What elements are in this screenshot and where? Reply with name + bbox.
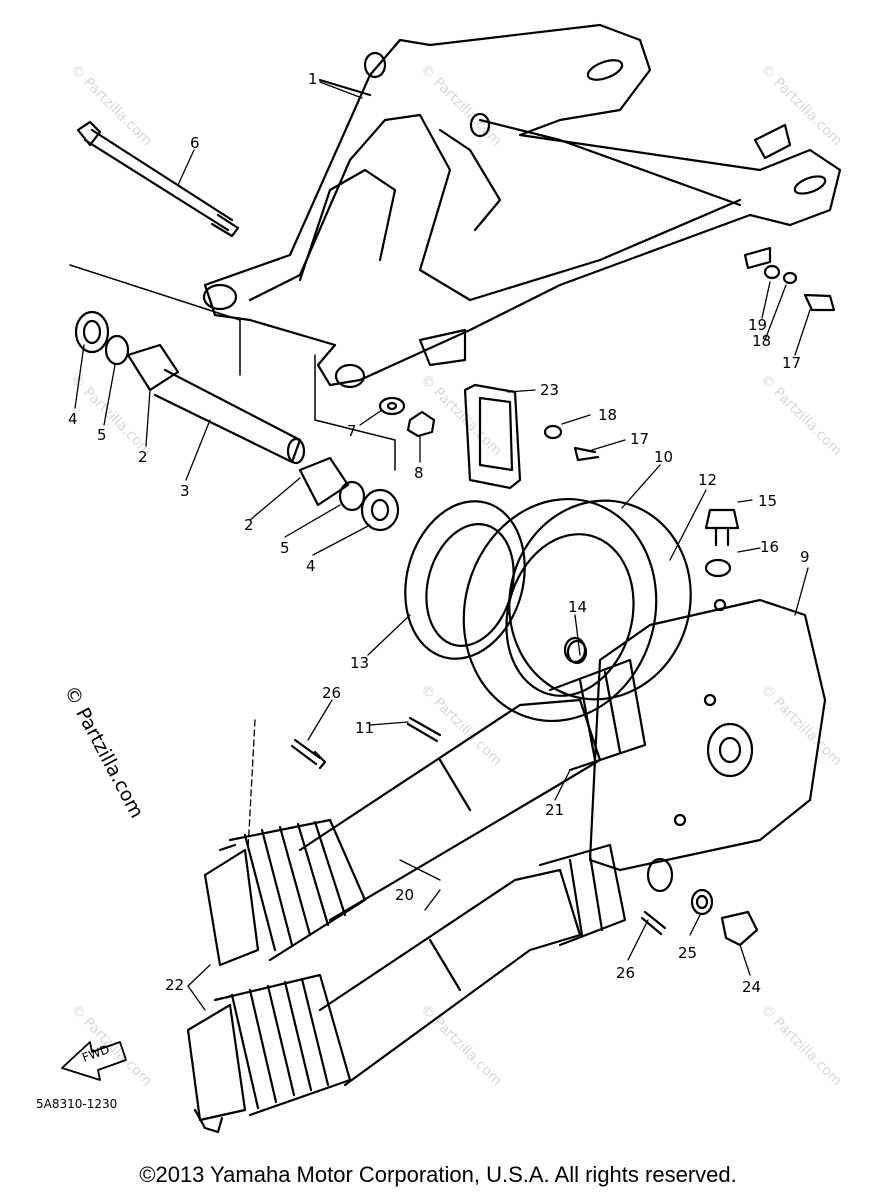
callout-13: 13: [350, 654, 369, 672]
callout-16: 16: [760, 538, 779, 556]
diagram-code: 5A8310-1230: [36, 1097, 117, 1111]
fwd-arrow-icon: [61, 1041, 127, 1081]
callout-5: 5: [97, 426, 107, 444]
callout-8: 8: [414, 464, 424, 482]
case-fasteners: [290, 639, 759, 947]
drain-bolt: [704, 508, 740, 578]
callout-25: 25: [678, 944, 697, 962]
oil-seal: [404, 500, 526, 660]
watermark: © Partzilla.com: [757, 682, 845, 770]
pivot-shaft-bolt: [76, 120, 240, 238]
callout-17: 17: [782, 354, 801, 372]
final-gear-case: [563, 598, 827, 872]
callout-11: 11: [355, 719, 374, 737]
callout-4: 4: [306, 557, 316, 575]
callout-7: 7: [347, 422, 357, 440]
watermark: © Partzilla.com: [67, 62, 155, 150]
callout-9: 9: [800, 548, 810, 566]
callout-19: 19: [748, 316, 767, 334]
callout-4: 4: [68, 410, 78, 428]
callout-26: 26: [616, 964, 635, 982]
callout-6: 6: [190, 134, 200, 152]
callout-1: 1: [308, 70, 318, 88]
callout-23: 23: [540, 381, 559, 399]
callout-15: 15: [758, 492, 777, 510]
watermark: © Partzilla.com: [757, 62, 845, 150]
watermark: © Partzilla.com: [757, 372, 845, 460]
copyright-notice: ©2013 Yamaha Motor Corporation, U.S.A. A…: [139, 1162, 737, 1187]
mounting-bracket: [463, 383, 600, 490]
watermark: © Partzilla.com: [417, 1002, 505, 1090]
callout-5: 5: [280, 539, 290, 557]
swing-arm-frame: [202, 23, 842, 389]
side-watermark: © Partzilla.com: [60, 682, 148, 822]
callout-22: 22: [165, 976, 184, 994]
lower-dust-boot: [186, 973, 352, 1134]
washer-and-nut: [378, 396, 436, 438]
fwd-label: FWD: [80, 1042, 111, 1065]
callout-12: 12: [698, 471, 717, 489]
callout-10: 10: [654, 448, 673, 466]
lower-arm-tube: [318, 843, 674, 1087]
callout-2: 2: [244, 516, 254, 534]
callout-14: 14: [568, 598, 587, 616]
watermark: © Partzilla.com: [757, 1002, 845, 1090]
assembly-bracket: [69, 264, 396, 471]
upper-arm-tube: [298, 658, 647, 922]
callout-21: 21: [545, 801, 564, 819]
callout-18: 18: [752, 332, 771, 350]
callout-18: 18: [598, 406, 617, 424]
callout-26: 26: [322, 684, 341, 702]
watermark-layer: © Partzilla.com © Partzilla.com © Partzi…: [67, 62, 845, 1090]
callout-2: 2: [138, 448, 148, 466]
upper-dust-boot: [203, 818, 367, 967]
callout-3: 3: [180, 482, 190, 500]
callout-20: 20: [395, 886, 414, 904]
callout-labels: 1 6 4 5 2 3 2 5 4 7 8 23 18 17 19 18 17 …: [68, 70, 810, 996]
leader-lines: [74, 81, 811, 1011]
callout-17: 17: [630, 430, 649, 448]
pivot-collar-assembly: [74, 310, 400, 532]
callout-24: 24: [742, 978, 761, 996]
watermark: © Partzilla.com: [417, 372, 505, 460]
frame-fasteners: [763, 264, 836, 312]
